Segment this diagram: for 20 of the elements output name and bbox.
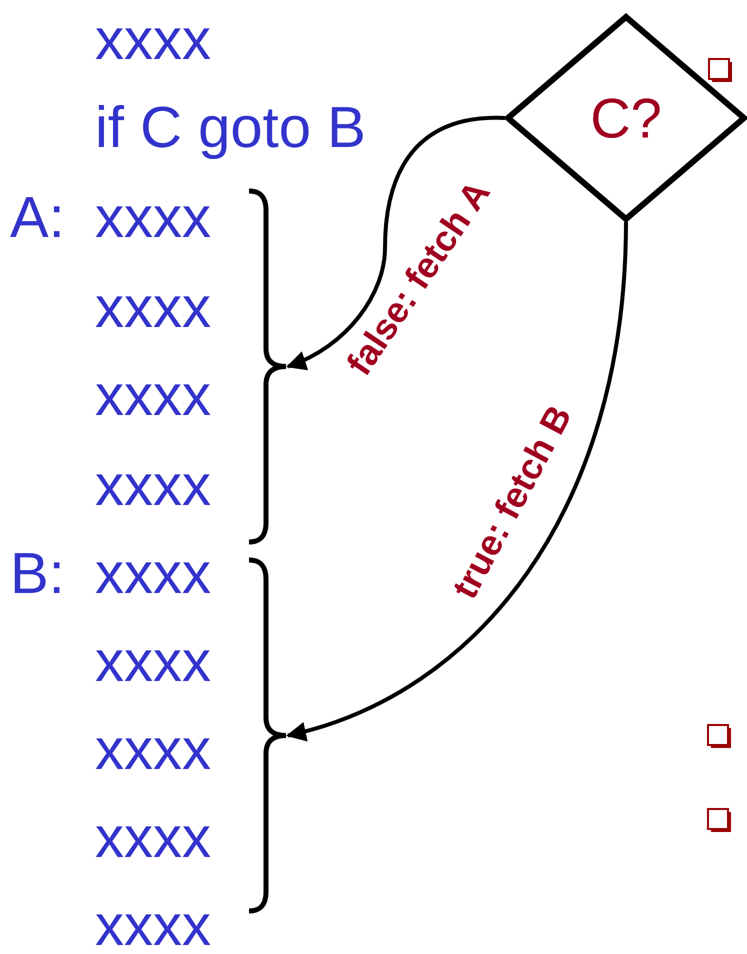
arrow bbox=[286, 116, 506, 370]
decision-text: C? bbox=[590, 86, 662, 150]
code-line: xxxx bbox=[95, 541, 211, 607]
code-line: B: bbox=[10, 541, 65, 607]
curly-brace bbox=[246, 557, 288, 914]
code-line: xxxx bbox=[95, 7, 211, 73]
code-line: xxxx bbox=[95, 275, 211, 341]
arrow bbox=[286, 222, 628, 740]
code-line: xxxx bbox=[95, 629, 211, 695]
code-line: xxxx bbox=[95, 453, 211, 519]
curly-brace bbox=[246, 188, 288, 545]
code-line: xxxx bbox=[95, 185, 211, 251]
code-line: if C goto B bbox=[95, 95, 366, 161]
edge-label: true: fetch B bbox=[444, 399, 580, 605]
code-line: xxxx bbox=[95, 363, 211, 429]
code-line: xxxx bbox=[95, 893, 211, 954]
code-line: A: bbox=[10, 185, 65, 251]
code-line: xxxx bbox=[95, 717, 211, 783]
code-line: xxxx bbox=[95, 805, 211, 871]
decision-diamond bbox=[505, 14, 747, 222]
